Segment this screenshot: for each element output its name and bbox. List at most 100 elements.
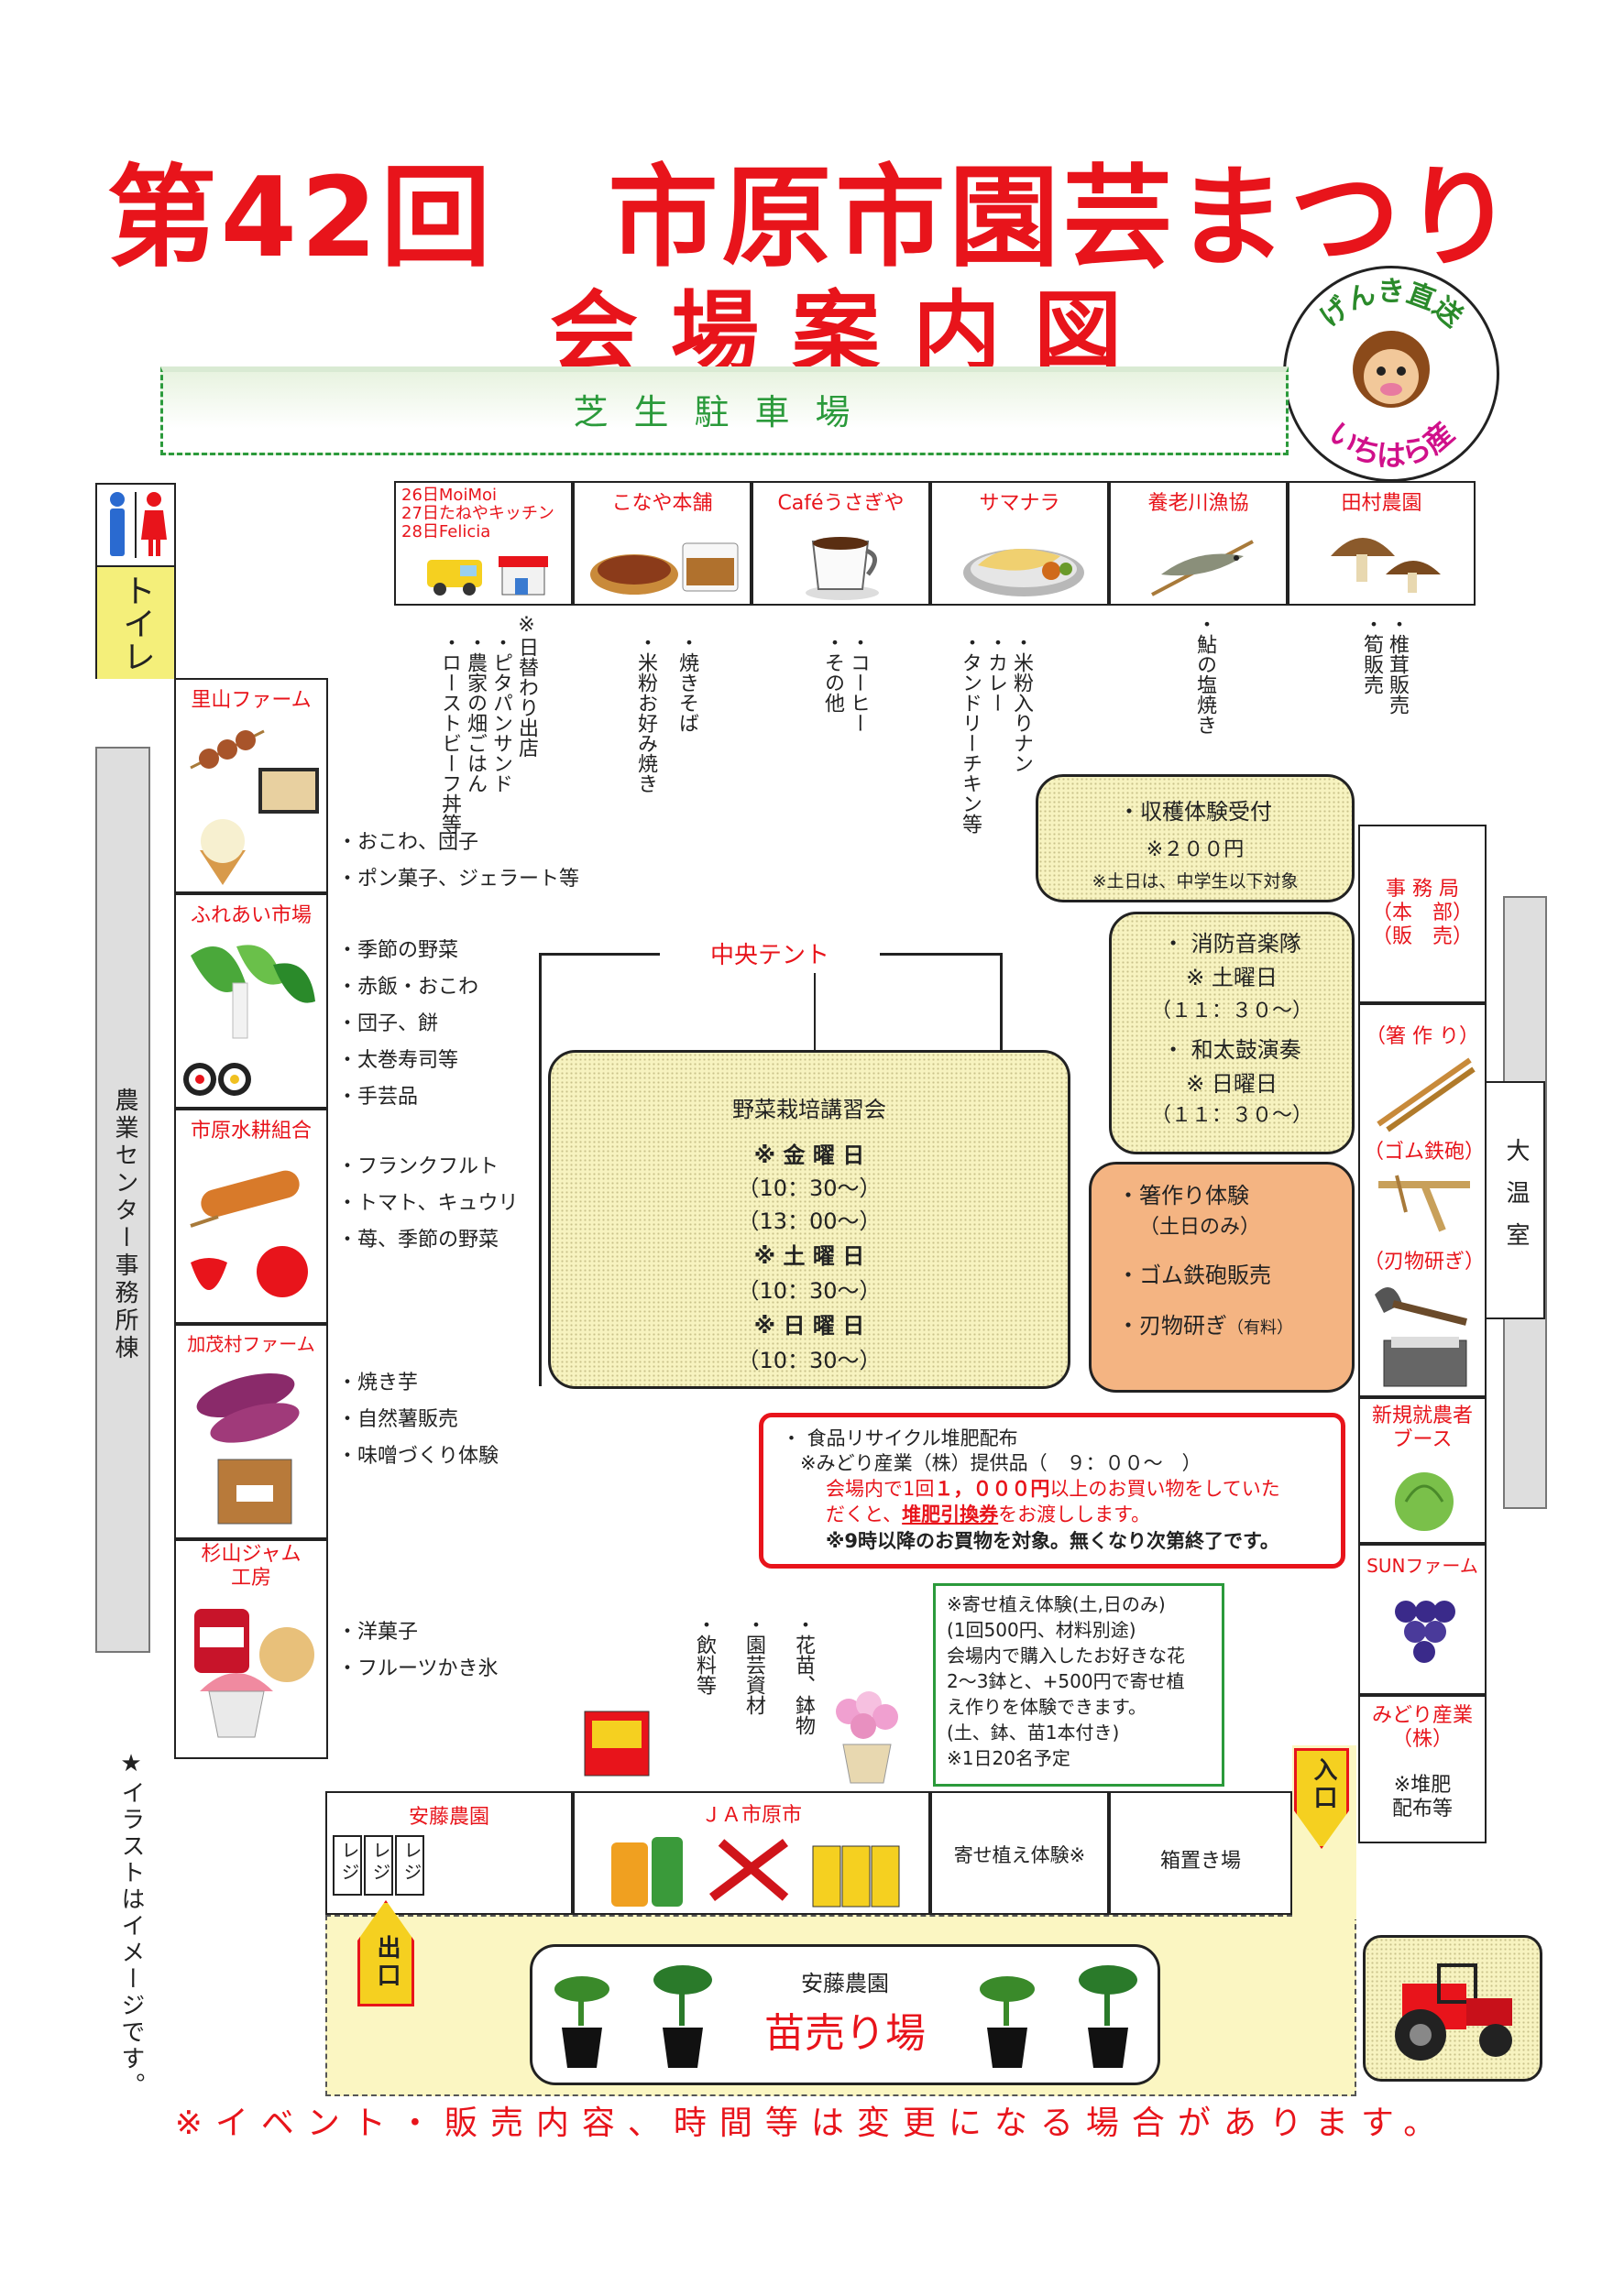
seedling-owner: 安藤農園 bbox=[801, 1971, 889, 1996]
stall-kamomura-name: 加茂村ファーム bbox=[187, 1333, 315, 1355]
lecture-line: （10：30～） bbox=[737, 1175, 882, 1201]
parking-label: 芝生駐車場 bbox=[573, 392, 876, 432]
exit-label: 出口 bbox=[373, 1935, 401, 1990]
harvest-price: ※２００円 bbox=[1146, 838, 1245, 861]
yose-line: ※寄せ植え体験(土,日のみ) bbox=[947, 1593, 1166, 1615]
midori-line: （株） bbox=[1391, 1728, 1453, 1751]
list-item: ・おこわ、団子 bbox=[337, 831, 479, 854]
stall-konaya-name: こなや本舗 bbox=[611, 492, 713, 515]
recycle-text: 会場内で1回 bbox=[826, 1478, 935, 1500]
footer-note: ※イベント・販売内容、時間等は変更になる場合があります。 bbox=[174, 2105, 1450, 2142]
list-sugiyama: ・洋菓子 ・フルーツかき氷 bbox=[337, 1614, 499, 1688]
lecture-line: （10：30～） bbox=[737, 1278, 882, 1304]
new-farmer-line: 新規就農者 bbox=[1371, 1405, 1473, 1427]
stall-fureai: ふれあい市場 bbox=[174, 893, 328, 1109]
ja-goods-item: ・園芸資材 bbox=[742, 1614, 765, 1715]
seedling-title: 苗売り場 bbox=[764, 2010, 926, 2057]
stall-tamura-name: 田村農園 bbox=[1341, 492, 1422, 515]
craft-line: ・箸作り体験 bbox=[1117, 1183, 1249, 1208]
recycle-text: だくと、 bbox=[826, 1503, 903, 1525]
music-line: ※ 土曜日 bbox=[1186, 965, 1278, 990]
list-item: ・ポン菓子、ジェラート等 bbox=[337, 868, 580, 891]
stall-satoyama: 里山ファーム bbox=[174, 678, 328, 893]
stall-daily-name-1: 26日MoiMoi bbox=[401, 486, 497, 505]
list-item: ・季節の野菜 bbox=[337, 939, 459, 962]
ja-goods-item: ・飲料等 bbox=[693, 1614, 716, 1695]
svg-text:いちはら産: いちはら産 bbox=[1322, 415, 1461, 473]
ando-name: 安藤農園 bbox=[408, 1806, 489, 1829]
stall-suikou-name: 市原水耕組合 bbox=[190, 1120, 312, 1143]
cabbage-icon bbox=[1395, 1472, 1454, 1531]
register-3: レジ bbox=[395, 1835, 424, 1896]
stall-daily-name-3: 28日Felicia bbox=[401, 522, 491, 541]
recycle-provider: ※みどり産業（株）提供品（ ９：００～ ） bbox=[800, 1452, 1202, 1474]
list-item: ・焼き芋 bbox=[337, 1372, 419, 1394]
yose-notice: ※寄せ植え体験(土,日のみ) (1回500円、材料別途) 会場内で購入したお好き… bbox=[933, 1583, 1224, 1787]
stall-daily-item-4: ・ローストビーフ丼等 bbox=[438, 632, 461, 834]
lecture-line: ※ 日 曜 日 bbox=[753, 1313, 865, 1339]
stall-daily: 26日MoiMoi 27日たねやキッチン 28日Felicia bbox=[394, 481, 573, 606]
yose-line: 2～3鉢と、+500円で寄せ植 bbox=[947, 1670, 1185, 1692]
new-farmer-booth: 新規就農者 ブース bbox=[1358, 1397, 1487, 1544]
yose-line: 会場内で購入したお好きな花 bbox=[947, 1645, 1185, 1667]
yose-booth-label: 寄せ植え体験※ bbox=[953, 1844, 1086, 1866]
sweet-potato-miso-icon bbox=[196, 1373, 300, 1525]
stall-usagiya-name: Caféうさぎや bbox=[777, 492, 905, 515]
lecture-line: （13：00～） bbox=[737, 1208, 882, 1234]
blade-sharpening-icon bbox=[1375, 1287, 1467, 1387]
sun-farm-booth: SUNファーム bbox=[1358, 1544, 1487, 1695]
stall-samanara: サマナラ bbox=[930, 481, 1109, 606]
list-item: ・苺、季節の野菜 bbox=[337, 1229, 499, 1252]
stall-suikou: 市原水耕組合 bbox=[174, 1109, 328, 1324]
harvest-experience: ・収穫体験受付 ※２００円 ※土日は、中学生以下対象 bbox=[1036, 774, 1355, 902]
chopsticks-icon bbox=[1377, 1057, 1476, 1132]
craft-line: ・ゴム鉄砲販売 bbox=[1117, 1263, 1271, 1288]
list-item: ・トマト、キュウリ bbox=[337, 1192, 519, 1215]
harvest-note: ※土日は、中学生以下対象 bbox=[1092, 871, 1299, 891]
ja-ichihara-stall: ＪＡ市原市 bbox=[573, 1791, 930, 1915]
ando-stall: 安藤農園 レジ レジ レジ bbox=[325, 1791, 573, 1915]
illustration-note: ★イラストはイメージです。 bbox=[117, 1750, 145, 2099]
list-item: ・フランクフルト bbox=[337, 1155, 499, 1178]
toilet-label: トイレ bbox=[97, 565, 174, 679]
parking-area: 芝生駐車場 bbox=[160, 366, 1289, 455]
grapes-icon bbox=[1395, 1601, 1455, 1663]
box-storage-label: 箱置き場 bbox=[1159, 1850, 1241, 1873]
list-fureai: ・季節の野菜 ・赤飯・おこわ ・団子、餅 ・太巻寿司等 ・手芸品 bbox=[337, 933, 478, 1116]
svg-text:げんき直送: げんき直送 bbox=[1314, 276, 1468, 333]
tractor-area bbox=[1363, 1935, 1542, 2082]
list-item: ・手芸品 bbox=[337, 1086, 419, 1109]
stall-sugiyama: 杉山ジャム 工房 bbox=[174, 1539, 328, 1759]
dango-gelato-icon bbox=[190, 729, 319, 885]
office-booth: 事 務 局 （本 部） （販 売） bbox=[1358, 825, 1487, 1003]
okonomiyaki-icon bbox=[590, 542, 739, 595]
stall-sugiyama-name-1: 杉山ジャム bbox=[201, 1543, 302, 1566]
rubber-gun-icon bbox=[1378, 1175, 1470, 1232]
recycle-text: をお渡しします。 bbox=[998, 1503, 1151, 1525]
yose-line: ※1日20名予定 bbox=[947, 1747, 1070, 1769]
stall-samanara-item-3: ・タンドリーチキン等 bbox=[959, 632, 982, 834]
greenhouse-label: 大温室 bbox=[1502, 1138, 1530, 1264]
stall-daily-item-2: ・ピタパンサンド bbox=[489, 632, 512, 793]
list-item: ・団子、餅 bbox=[337, 1012, 439, 1035]
agri-center-building: 農業センター事務所棟 bbox=[95, 747, 150, 1653]
midori-line: みどり産業 bbox=[1371, 1704, 1473, 1727]
yose-line: え作りを体験できます。 bbox=[947, 1696, 1147, 1718]
ja-goods-item: ・花苗、鉢物 bbox=[792, 1614, 815, 1735]
lecture-line: ※ 金 曜 日 bbox=[753, 1143, 865, 1168]
list-kamomura: ・焼き芋 ・自然薯販売 ・味噌づくり体験 bbox=[337, 1365, 499, 1475]
agri-center-label: 農業センター事務所棟 bbox=[111, 1088, 138, 1362]
midori-note: 配布等 bbox=[1391, 1798, 1453, 1820]
music-line: （１１：３０～） bbox=[1150, 1104, 1312, 1127]
drinks-box-icon bbox=[584, 1711, 650, 1777]
list-suikou: ・フランクフルト ・トマト、キュウリ ・苺、季節の野菜 bbox=[337, 1149, 519, 1259]
stall-daily-name-2: 27日たねやキッチン bbox=[401, 504, 554, 523]
stall-sugiyama-name-2: 工房 bbox=[230, 1567, 271, 1590]
recycle-title: ・ 食品リサイクル堆肥配布 bbox=[782, 1427, 1018, 1449]
list-item: ・太巻寿司等 bbox=[337, 1049, 459, 1072]
stall-yoro-name: 養老川漁協 bbox=[1147, 492, 1249, 515]
stall-usagiya-item-1: ・コーヒー bbox=[847, 632, 870, 733]
vegetable-lecture: 野菜栽培講習会 ※ 金 曜 日 （10：30～） （13：00～） ※ 土 曜 … bbox=[548, 1050, 1070, 1389]
stall-tamura-item-1: ・椎茸販売 bbox=[1386, 614, 1409, 715]
restroom-icon bbox=[110, 492, 167, 558]
